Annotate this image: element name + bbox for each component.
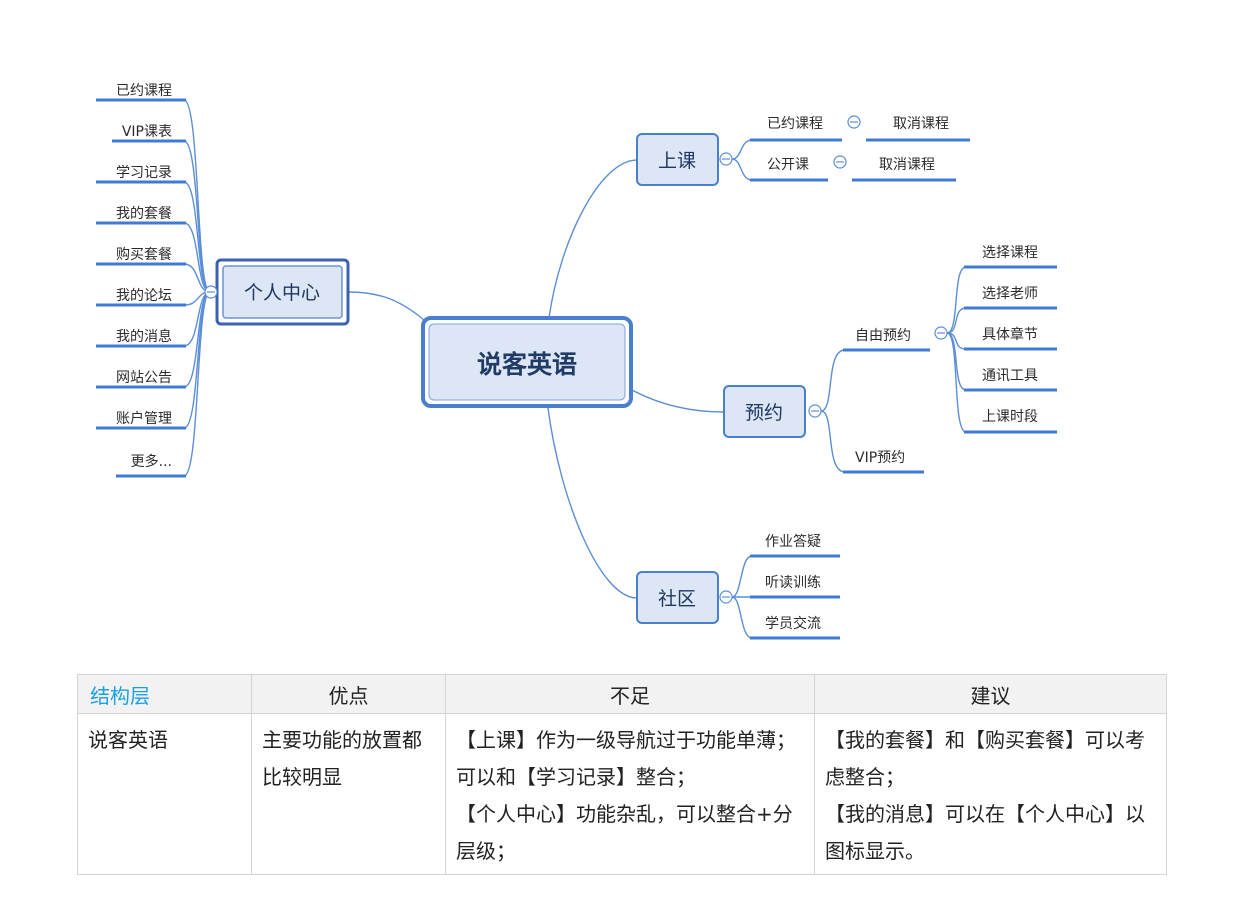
class-subitem: 取消课程	[893, 116, 949, 132]
free-booking-item: 选择老师	[982, 286, 1038, 302]
collapse-icon[interactable]	[719, 590, 733, 604]
node-personal-center[interactable]: 个人中心	[215, 258, 350, 326]
cons-line: 【个人中心】功能杂乱，可以整合+分层级；	[456, 802, 793, 863]
community-item: 学员交流	[765, 615, 821, 632]
header-cons: 不足	[445, 674, 815, 714]
branch-community	[547, 407, 638, 599]
free-booking-item: 通讯工具	[982, 368, 1038, 384]
table-row: 说客英语 主要功能的放置都比较明显 【上课】作为一级导航过于功能单薄；可以和【学…	[77, 713, 1167, 875]
class-item: 公开课	[767, 157, 809, 173]
suggest-line: 【我的套餐】和【购买套餐】可以考虑整合；	[825, 728, 1145, 789]
center-label: 说客英语	[477, 350, 577, 379]
evaluation-table: 结构层 优点 不足 建议 说客英语 主要功能的放置都比较明显 【上课】作为一级导…	[77, 674, 1167, 875]
booking-item: VIP预约	[855, 450, 905, 466]
cell-pros: 主要功能的放置都比较明显	[251, 713, 446, 875]
personal-item: 网站公告	[116, 370, 172, 386]
cons-line: 【上课】作为一级导航过于功能单薄；可以和【学习记录】整合；	[456, 728, 796, 789]
personal-item: 账户管理	[116, 410, 172, 427]
personal-item: VIP课表	[122, 124, 172, 140]
collapse-icon[interactable]	[808, 404, 822, 418]
personal-item: 我的消息	[116, 328, 172, 345]
personal-item: 已约课程	[116, 83, 172, 99]
node-label: 个人中心	[244, 282, 320, 304]
cell-cons: 【上课】作为一级导航过于功能单薄；可以和【学习记录】整合； 【个人中心】功能杂乱…	[445, 713, 815, 875]
header-pros: 优点	[251, 674, 446, 714]
class-item: 已约课程	[767, 116, 823, 132]
node-class[interactable]: 上课	[636, 133, 719, 186]
node-booking[interactable]: 预约	[723, 385, 806, 438]
personal-item: 我的套餐	[116, 206, 172, 222]
class-subitem: 取消课程	[879, 157, 935, 173]
collapse-icon[interactable]	[719, 152, 733, 166]
collapse-icon[interactable]	[934, 326, 948, 340]
cell-suggest: 【我的套餐】和【购买套餐】可以考虑整合； 【我的消息】可以在【个人中心】以图标显…	[814, 713, 1167, 875]
free-booking-item: 上课时段	[982, 409, 1038, 425]
booking-item: 自由预约	[855, 328, 911, 344]
personal-item: 购买套餐	[116, 247, 172, 263]
community-item: 听读训练	[765, 574, 821, 591]
header-suggest: 建议	[814, 674, 1167, 714]
collapse-icon[interactable]	[847, 115, 861, 129]
collapse-icon[interactable]	[204, 285, 218, 299]
node-center[interactable]: 说客英语	[421, 316, 633, 408]
node-community[interactable]: 社区	[636, 571, 719, 624]
header-layer: 结构层	[77, 674, 252, 714]
table-header-row: 结构层 优点 不足 建议	[77, 674, 1167, 714]
personal-leaves: 已约课程 VIP课表 学习记录 我的套餐 购买套餐 我的论坛 我的消息 网站公告…	[96, 83, 211, 478]
mind-map: 已约课程 VIP课表 学习记录 我的套餐 购买套餐 我的论坛 我的消息 网站公告…	[96, 83, 1057, 640]
personal-item: 我的论坛	[116, 288, 172, 304]
free-booking-item: 具体章节	[982, 326, 1038, 343]
node-label: 预约	[745, 402, 783, 424]
branch-booking	[631, 389, 725, 413]
personal-item: 更多...	[131, 453, 172, 470]
personal-item: 学习记录	[116, 165, 172, 181]
branch-class	[548, 159, 638, 319]
branch-personal	[347, 291, 425, 321]
collapse-icon[interactable]	[833, 155, 847, 169]
node-label: 上课	[658, 150, 696, 172]
node-label: 社区	[658, 588, 696, 610]
cell-layer: 说客英语	[77, 713, 252, 875]
suggest-line: 【我的消息】可以在【个人中心】以图标显示。	[825, 802, 1145, 863]
free-booking-item: 选择课程	[982, 245, 1038, 261]
community-item: 作业答疑	[765, 533, 821, 550]
